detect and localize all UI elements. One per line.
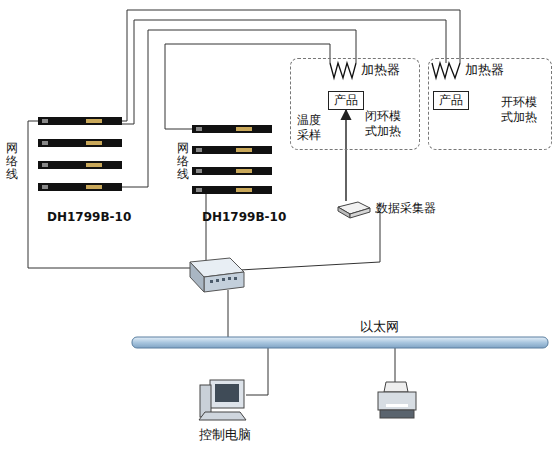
printer-icon	[378, 382, 416, 418]
model-label: DH1799B-10	[202, 210, 286, 224]
product-box: 产品	[328, 91, 364, 110]
box-text: 产品	[334, 93, 358, 108]
collector-icon	[334, 199, 372, 219]
instrument-rack	[38, 117, 272, 194]
part-label: 控制电脑	[199, 427, 251, 443]
device-node: 数据采集器	[334, 199, 446, 221]
computer-icon	[199, 380, 246, 420]
part-label: 加热器	[465, 62, 504, 78]
heater-symbol	[330, 63, 460, 78]
node-label: 数据采集器	[376, 201, 436, 216]
part-label: 以太网	[360, 319, 399, 335]
cable-label: 网络线	[6, 142, 18, 182]
node-label: 开环模式加热	[501, 95, 541, 125]
dashed-region: 温度采样 闭环模式加热产品	[290, 58, 420, 150]
cable-label: 网络线	[177, 142, 189, 182]
node-label: 闭环模式加热	[365, 109, 405, 139]
product-box: 产品	[433, 91, 469, 110]
dashed-region: 开环模式加热 产品	[428, 58, 552, 150]
heater-wires	[122, 10, 460, 187]
model-label: DH1799B-10	[47, 210, 131, 224]
signal-arrow	[345, 110, 346, 201]
node-label: 温度采样	[297, 113, 323, 143]
network-switch	[190, 258, 244, 292]
ethernet-bus	[132, 337, 548, 348]
network-wires	[28, 121, 395, 395]
box-text: 产品	[439, 93, 463, 108]
part-label: 加热器	[361, 62, 400, 78]
